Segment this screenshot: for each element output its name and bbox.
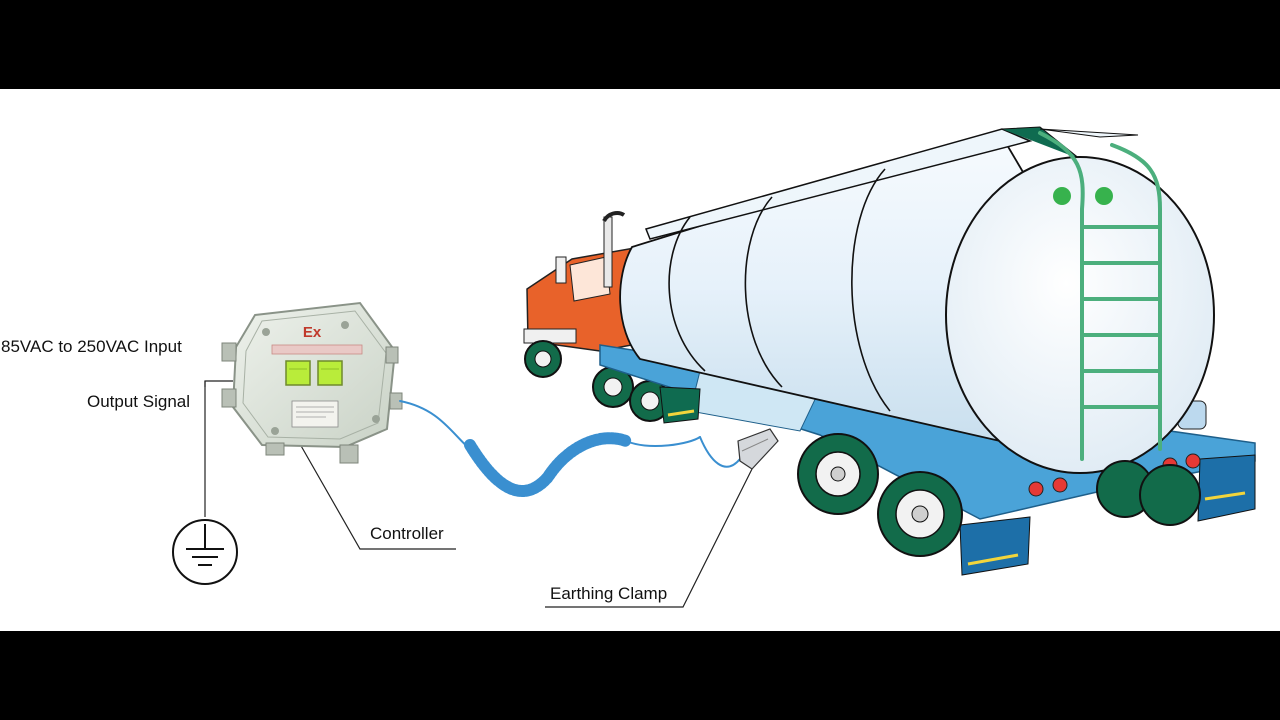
label-input: 85VAC to 250VAC Input <box>1 337 182 357</box>
ex-mark: Ex <box>303 324 322 341</box>
earth-ground-icon <box>173 520 237 584</box>
label-output-signal: Output Signal <box>87 392 190 412</box>
letterbox-top <box>0 0 1280 89</box>
leader-output-signal <box>205 381 233 387</box>
earthing-clamp <box>738 429 778 469</box>
letterbox-bottom <box>0 631 1280 720</box>
label-earthing-clamp: Earthing Clamp <box>550 584 667 604</box>
diagram-canvas: Ex <box>0 89 1280 631</box>
diagram-illustration: Ex <box>0 89 1280 631</box>
label-controller: Controller <box>370 524 444 544</box>
